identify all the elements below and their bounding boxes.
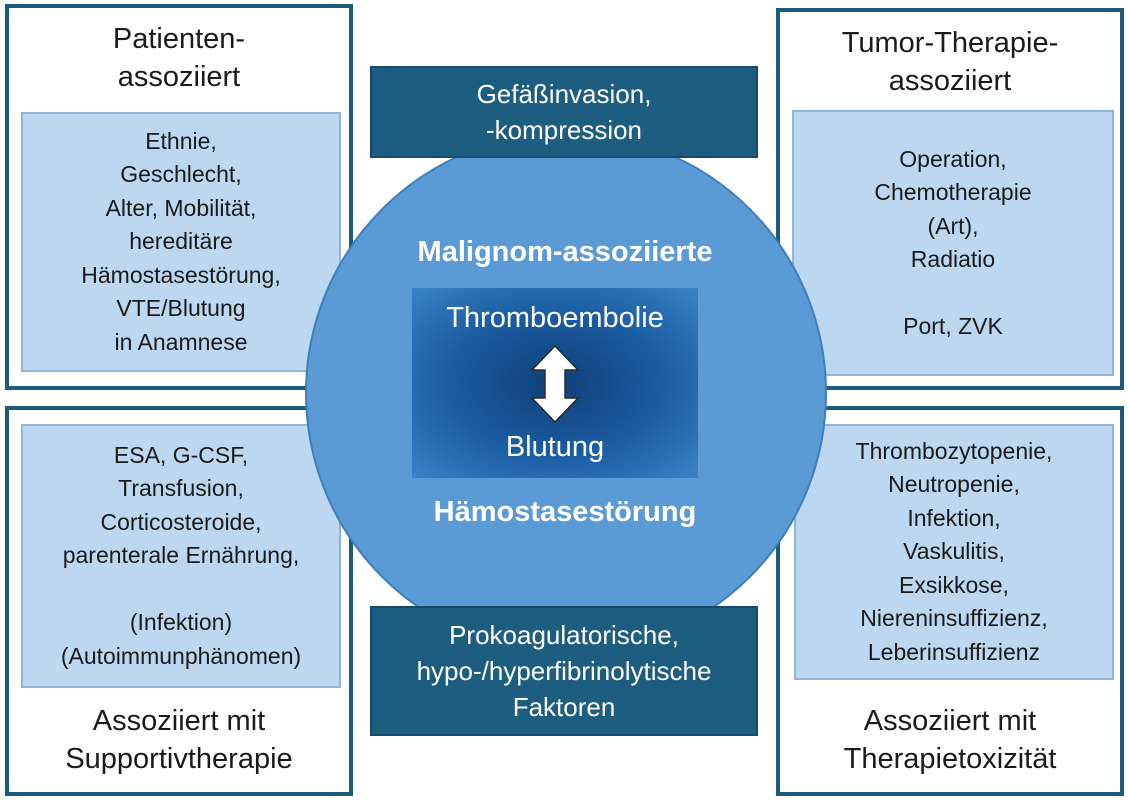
procoagulant-factors-banner: Prokoagulatorische, hypo-/hyperfibrinoly…	[370, 606, 758, 736]
quadrant-therapy-toxicity: Thrombozytopenie, Neutropenie, Infektion…	[776, 406, 1124, 796]
center-title-top: Malignom-assoziierte	[417, 236, 713, 268]
bleeding-label: Blutung	[505, 431, 605, 463]
vascular-invasion-banner: Gefäßinvasion, -kompression	[370, 66, 758, 158]
quadrant-title: Assoziiert mit Supportivtherapie	[65, 705, 293, 775]
thromboembolism-label: Thromboembolie	[446, 302, 664, 334]
quadrant-supportive-therapy: ESA, G-CSF, Transfusion, Corticosteroide…	[5, 406, 353, 796]
double-arrow-vertical-icon	[530, 344, 580, 424]
quadrant-tumor-therapy-associated: Tumor-Therapie- assoziiert Operation, Ch…	[776, 8, 1124, 390]
quadrant-patient-associated: Patienten- assoziiert Ethnie, Geschlecht…	[5, 4, 353, 390]
factor-list: ESA, G-CSF, Transfusion, Corticosteroide…	[21, 424, 341, 688]
center-square: Thromboembolie Blutung	[412, 288, 698, 478]
factor-list: Thrombozytopenie, Neutropenie, Infektion…	[794, 424, 1114, 680]
factor-list: Operation, Chemotherapie (Art), Radiatio…	[792, 110, 1114, 376]
quadrant-title: Tumor-Therapie- assoziiert	[841, 27, 1059, 97]
center-title-bottom: Hämostasestörung	[433, 496, 697, 528]
factor-list: Ethnie, Geschlecht, Alter, Mobilität, he…	[21, 112, 341, 372]
quadrant-title: Patienten- assoziiert	[112, 23, 246, 93]
quadrant-title: Assoziiert mit Therapietoxizität	[843, 705, 1057, 775]
